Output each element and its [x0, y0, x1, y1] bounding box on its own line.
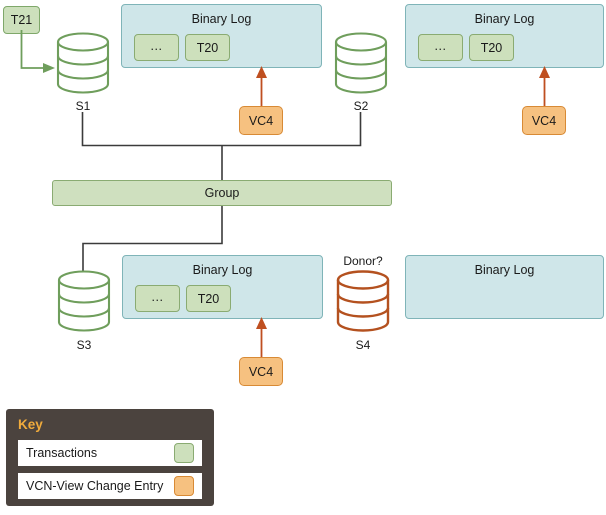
- donor-question-label: Donor?: [343, 254, 383, 268]
- key-row-transactions: Transactions: [18, 440, 202, 466]
- binary-log-s3: Binary Log ... T20: [122, 255, 323, 319]
- server-cylinder-s3: [57, 270, 111, 332]
- key-label-transactions: Transactions: [26, 446, 98, 460]
- server-label-s4: S4: [355, 338, 371, 352]
- vc4-arrow-s1: [256, 66, 267, 108]
- binary-log-title: Binary Log: [474, 12, 535, 26]
- vc4-arrow-s3: [256, 317, 267, 359]
- server-cylinder-s1: [56, 32, 110, 94]
- binary-log-s4: Binary Log: [405, 255, 604, 319]
- transaction-chip: ...: [134, 34, 179, 61]
- transaction-chip: T20: [186, 285, 231, 312]
- binary-log-title: Binary Log: [474, 263, 535, 277]
- server-label-s2: S2: [353, 99, 369, 113]
- key-legend: Key Transactions VCN-View Change Entry: [6, 409, 214, 506]
- group-bar: Group: [52, 180, 392, 206]
- transaction-chip: T20: [469, 34, 514, 61]
- swatch-vcn-icon: [174, 476, 194, 496]
- server-cylinder-s4: [336, 270, 390, 332]
- key-label-vcn: VCN-View Change Entry: [26, 479, 164, 493]
- transaction-chip: T20: [185, 34, 230, 61]
- server-label-s3: S3: [76, 338, 92, 352]
- transaction-chip: ...: [418, 34, 463, 61]
- vc4-arrow-s2: [539, 66, 550, 108]
- transaction-chip: ...: [135, 285, 180, 312]
- binary-log-s2: Binary Log ... T20: [405, 4, 604, 68]
- view-change-entry-s2: VC4: [522, 106, 566, 135]
- server-cylinder-s2: [334, 32, 388, 94]
- binary-log-title: Binary Log: [191, 12, 252, 26]
- binary-log-s1: Binary Log ... T20: [121, 4, 322, 68]
- view-change-entry-s1: VC4: [239, 106, 283, 135]
- t21-to-s1-arrow: [20, 30, 55, 73]
- server-label-s1: S1: [75, 99, 91, 113]
- view-change-entry-s3: VC4: [239, 357, 283, 386]
- incoming-transaction-t21: T21: [3, 6, 40, 34]
- swatch-transactions-icon: [174, 443, 194, 463]
- binary-log-title: Binary Log: [192, 263, 253, 277]
- key-row-vcn: VCN-View Change Entry: [18, 473, 202, 499]
- key-title: Key: [18, 417, 43, 432]
